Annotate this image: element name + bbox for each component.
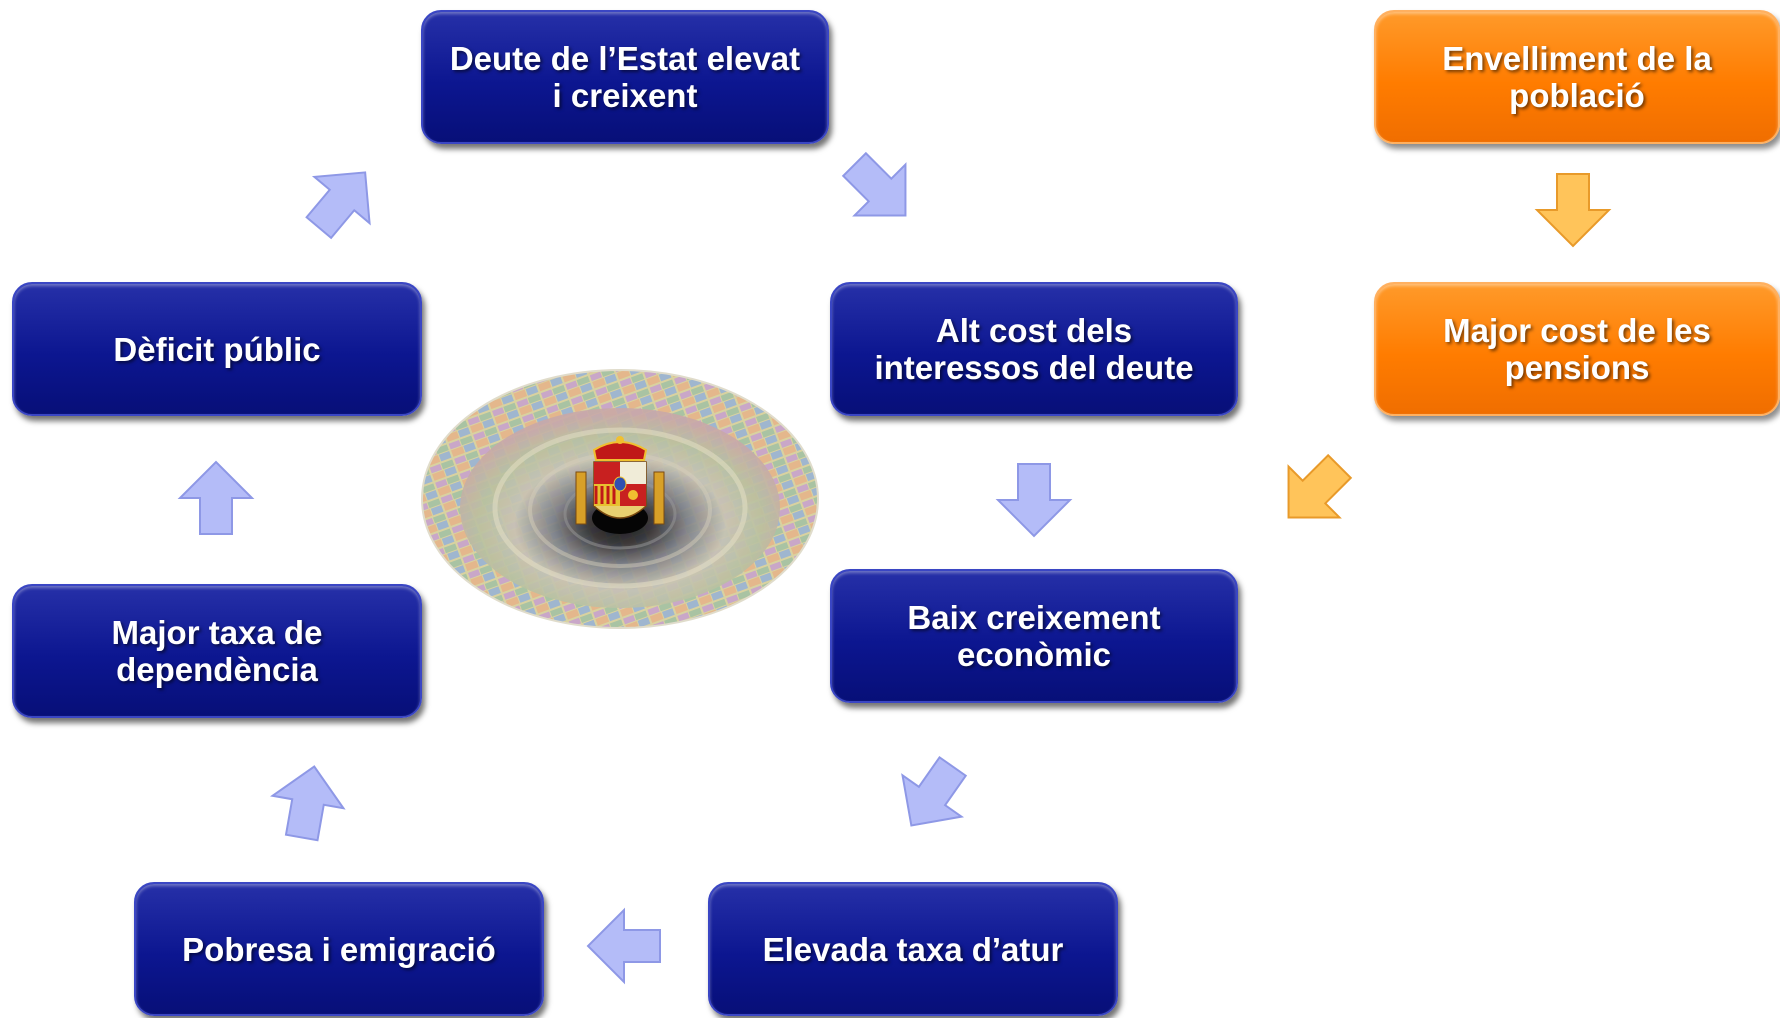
box-pensions-label: Major cost de les pensions: [1443, 312, 1711, 386]
box-deficit: Dèficit públic: [12, 282, 422, 416]
arrow-dependencia-to-deficit-icon: [176, 458, 256, 538]
box-deute: Deute de l’Estat elevat i creixent: [421, 10, 829, 144]
arrow-alt-cost-to-baix-icon: [994, 460, 1074, 540]
arrow-pobresa-to-dependencia-icon: [262, 756, 355, 849]
arrow-pensions-to-cycle-icon: [1257, 435, 1370, 548]
box-baix-creixement-label: Baix creixement econòmic: [907, 599, 1161, 673]
arrow-envelliment-to-pensions-icon: [1533, 170, 1613, 250]
arrow-deute-to-alt-cost-icon: [823, 133, 936, 246]
arrow-baix-to-atur-icon: [876, 740, 987, 851]
arrow-atur-to-pobresa-icon: [584, 906, 664, 986]
box-pobresa: Pobresa i emigració: [134, 882, 544, 1016]
box-dependencia: Major taxa de dependència: [12, 584, 422, 718]
box-deute-label: Deute de l’Estat elevat i creixent: [449, 40, 801, 114]
box-alt-cost-label: Alt cost dels interessos del deute: [874, 312, 1194, 386]
box-envelliment-label: Envelliment de la població: [1442, 40, 1712, 114]
box-envelliment: Envelliment de la població: [1374, 10, 1780, 144]
box-alt-cost: Alt cost dels interessos del deute: [830, 282, 1238, 416]
arrow-deficit-to-deute-icon: [286, 144, 399, 257]
box-atur-label: Elevada taxa d’atur: [762, 930, 1064, 968]
box-pobresa-label: Pobresa i emigració: [182, 930, 496, 968]
box-deficit-label: Dèficit públic: [113, 330, 321, 368]
box-pensions: Major cost de les pensions: [1374, 282, 1780, 416]
box-baix-creixement: Baix creixement econòmic: [830, 569, 1238, 703]
box-atur: Elevada taxa d’atur: [708, 882, 1118, 1016]
box-dependencia-label: Major taxa de dependència: [111, 614, 323, 688]
money-vortex-image: [420, 368, 820, 630]
money-vortex-coat-of-arms-icon: [421, 369, 819, 629]
